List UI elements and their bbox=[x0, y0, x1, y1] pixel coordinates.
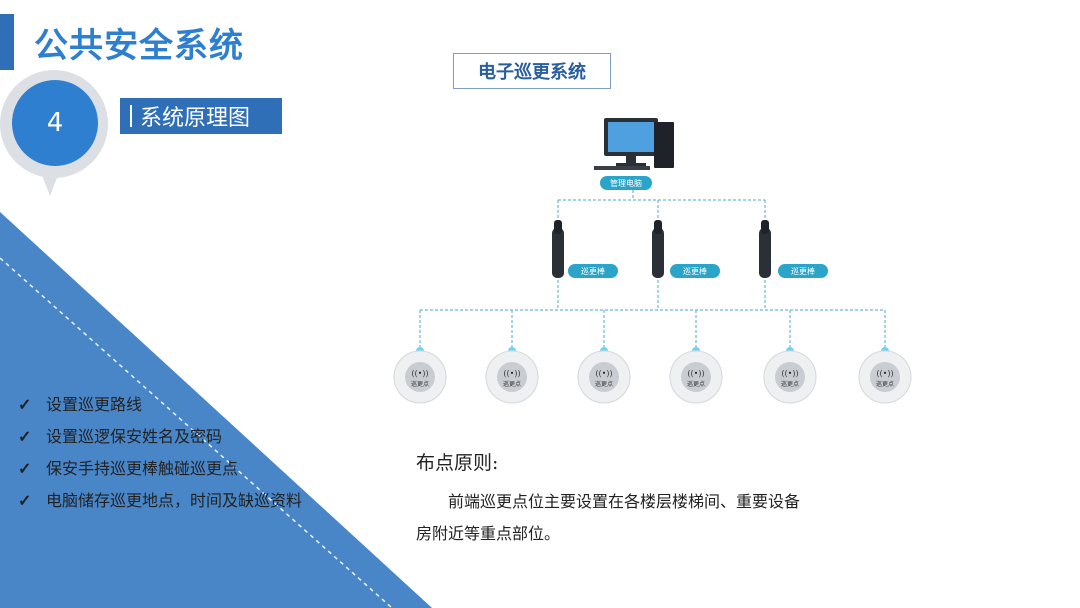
diagram-title: 电子巡更系统 bbox=[453, 53, 611, 89]
rfid-signal-icon: ((•)) bbox=[687, 369, 704, 378]
title-accent-bar bbox=[0, 14, 14, 70]
section-label-text: 系统原理图 bbox=[140, 106, 251, 131]
checkpoint-label: 巡更点 bbox=[595, 380, 613, 388]
rfid-signal-icon: ((•)) bbox=[781, 369, 798, 378]
checkpoint-icon: ((•)) 巡更点 bbox=[858, 347, 912, 404]
rfid-signal-icon: ((•)) bbox=[595, 369, 612, 378]
management-computer-icon bbox=[594, 118, 674, 170]
checkpoint-icon: ((•)) 巡更点 bbox=[485, 347, 539, 404]
checklist-item: ✓ 电脑储存巡更地点，时间及缺巡资料 bbox=[18, 490, 318, 512]
checkpoint-label: 巡更点 bbox=[876, 380, 894, 388]
check-icon: ✓ bbox=[18, 427, 32, 446]
feature-checklist: ✓ 设置巡更路线 ✓ 设置巡逻保安姓名及密码 ✓ 保安手持巡更棒触碰巡更点 ✓ … bbox=[18, 394, 318, 522]
checklist-item-text: 电脑储存巡更地点，时间及缺巡资料 bbox=[46, 491, 303, 510]
principle-heading: 布点原则: bbox=[416, 452, 499, 474]
section-number-badge: 4 bbox=[12, 80, 98, 166]
section-label-tick bbox=[130, 105, 132, 127]
wand-label-pill bbox=[568, 264, 618, 278]
principle-body: 前端巡更点位主要设置在各楼层楼梯间、重要设备房附近等重点部位。 bbox=[416, 492, 801, 543]
patrol-wand-icon bbox=[652, 220, 664, 278]
checkpoint-icon: ((•)) 巡更点 bbox=[763, 347, 817, 404]
checklist-item-text: 设置巡逻保安姓名及密码 bbox=[46, 427, 223, 446]
checkpoint-icon: ((•)) 巡更点 bbox=[577, 347, 631, 404]
computer-label-pill bbox=[600, 176, 652, 190]
page-title: 公共安全系统 bbox=[34, 26, 244, 66]
checklist-item-text: 设置巡更路线 bbox=[46, 395, 143, 414]
check-icon: ✓ bbox=[18, 459, 32, 478]
section-label: 系统原理图 bbox=[120, 98, 282, 134]
rfid-signal-icon: ((•)) bbox=[503, 369, 520, 378]
rfid-signal-icon: ((•)) bbox=[876, 369, 893, 378]
computer-label: 管理电脑 bbox=[610, 178, 642, 188]
patrol-system-diagram: 管理电脑 巡更棒 巡更棒 巡更棒 ((•)) 巡更点 ((•)) 巡更点 ((•)) 巡更… bbox=[393, 118, 912, 404]
checklist-item: ✓ 设置巡逻保安姓名及密码 bbox=[18, 426, 318, 448]
checkpoint-label: 巡更点 bbox=[687, 380, 705, 388]
checklist-item: ✓ 保安手持巡更棒触碰巡更点 bbox=[18, 458, 318, 480]
patrol-wand-icon bbox=[759, 220, 771, 278]
checkpoint-label: 巡更点 bbox=[781, 380, 799, 388]
wand-label: 巡更棒 bbox=[683, 266, 707, 276]
checkpoint-label: 巡更点 bbox=[503, 380, 521, 388]
wand-label: 巡更棒 bbox=[791, 266, 815, 276]
checklist-item: ✓ 设置巡更路线 bbox=[18, 394, 318, 416]
wand-label: 巡更棒 bbox=[581, 266, 605, 276]
checklist-item-text: 保安手持巡更棒触碰巡更点 bbox=[46, 459, 239, 478]
rfid-signal-icon: ((•)) bbox=[411, 369, 428, 378]
checkpoint-label: 巡更点 bbox=[411, 380, 429, 388]
wand-label-pill bbox=[778, 264, 828, 278]
checkpoint-icon: ((•)) 巡更点 bbox=[393, 347, 447, 404]
checkpoint-icon: ((•)) 巡更点 bbox=[669, 347, 723, 404]
badge-pointer bbox=[40, 170, 60, 196]
check-icon: ✓ bbox=[18, 491, 32, 510]
wand-label-pill bbox=[670, 264, 720, 278]
patrol-wand-icon bbox=[552, 220, 564, 278]
check-icon: ✓ bbox=[18, 395, 32, 414]
